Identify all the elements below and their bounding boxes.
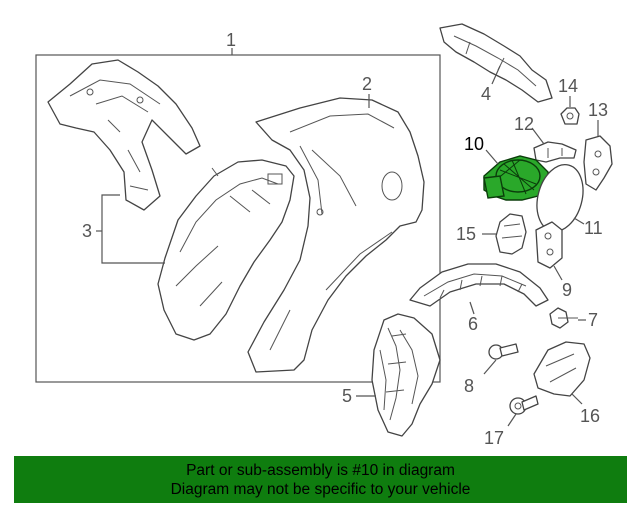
callout-7: 7 [588, 310, 598, 330]
assembly-frame [35, 54, 441, 383]
part-8-bolt[interactable] [488, 343, 519, 360]
part-17-screw[interactable] [509, 395, 539, 415]
callout-9: 9 [562, 280, 572, 300]
part-4-bracket[interactable] [439, 23, 553, 103]
part-5-splash-shield[interactable] [371, 313, 441, 437]
banner-line-2: Diagram may not be specific to your vehi… [170, 481, 471, 498]
callout-16: 16 [580, 406, 600, 426]
callout-5: 5 [342, 386, 352, 406]
callout-3: 3 [82, 221, 92, 241]
callout-1: 1 [226, 30, 236, 50]
callout-11: 11 [584, 218, 603, 238]
callout-2: 2 [362, 74, 372, 94]
part-2-quarter-panel[interactable] [247, 97, 425, 373]
callout-8: 8 [464, 376, 474, 396]
part-3-wheelhouse-inner[interactable] [157, 159, 295, 341]
part-6-wheel-liner[interactable] [409, 263, 549, 307]
callout-15: 15 [456, 224, 476, 244]
parts-diagram: 1 2 3 4 14 12 13 10 11 15 9 6 7 8 5 16 1… [35, 23, 613, 448]
callout-13: 13 [588, 100, 608, 120]
info-banner: Part or sub-assembly is #10 in diagram D… [14, 456, 627, 503]
part-13-latch[interactable] [583, 135, 613, 191]
callout-17: 17 [484, 428, 504, 448]
part-9-bracket[interactable] [535, 221, 563, 269]
part-7-clip[interactable] [549, 307, 578, 329]
callout-12: 12 [514, 114, 534, 134]
callout-10: 10 [464, 134, 484, 154]
callout-4: 4 [481, 84, 491, 104]
part-16-mud-flap[interactable] [533, 341, 591, 397]
callout-6: 6 [468, 314, 478, 334]
part-10-fuel-filler-housing[interactable] [483, 155, 549, 201]
part-14-nut[interactable] [560, 107, 580, 125]
part-3-bracket-upper[interactable] [47, 59, 201, 211]
part-12-actuator[interactable] [533, 141, 577, 163]
part-15-fuel-door[interactable] [495, 213, 527, 255]
banner-line-1: Part or sub-assembly is #10 in diagram [186, 462, 455, 479]
callout-14: 14 [558, 76, 578, 96]
